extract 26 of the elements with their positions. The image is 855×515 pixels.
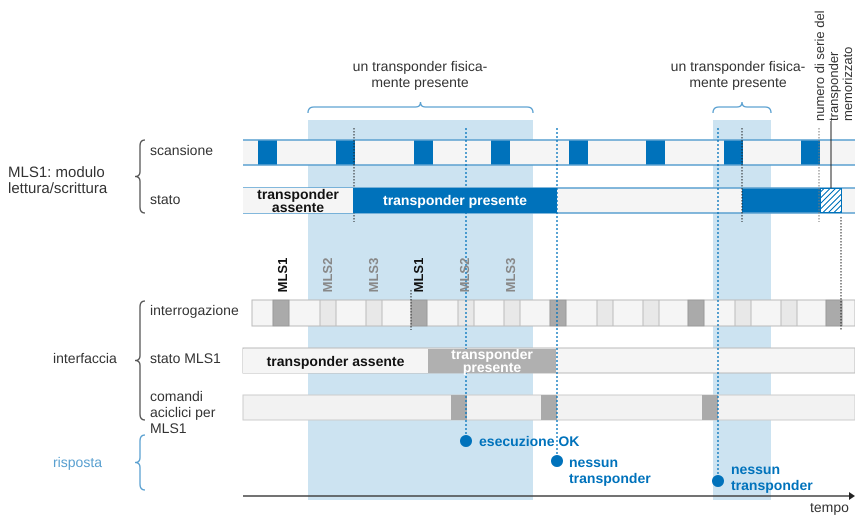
module-label: MLS2 xyxy=(457,256,473,294)
response-label: nessun transponder xyxy=(731,461,814,493)
text-label: stato MLS1 xyxy=(150,350,222,366)
text-label: MLS1: modulo lettura/scrittura xyxy=(8,165,108,197)
status-segment: transponder assente xyxy=(243,349,428,373)
status-segment: transponder presente xyxy=(428,349,556,373)
module-label: MLS1 xyxy=(275,256,291,294)
status-segment: transponder assente xyxy=(243,188,353,213)
text-label: un transponder fisica- mente presente xyxy=(352,58,488,90)
module-label: MLS1 xyxy=(411,256,427,294)
module-label: MLS3 xyxy=(503,256,519,294)
module-label: MLS3 xyxy=(366,256,382,294)
text-label: scansione xyxy=(150,142,214,158)
text-label: risposta xyxy=(53,454,104,470)
status-segment: transponder presente xyxy=(353,188,557,213)
text-label: comandi aciclici per MLS1 xyxy=(150,388,216,436)
text-label: interrogazione xyxy=(150,302,240,318)
text-label: interfaccia xyxy=(53,350,118,366)
hatched-segment xyxy=(820,188,842,213)
annotation-text: numero di serie del transponder memorizzato xyxy=(813,3,855,121)
text-label: un transponder fisica- mente presente xyxy=(670,58,806,90)
text-label: stato xyxy=(150,191,182,207)
module-label: MLS2 xyxy=(320,256,336,294)
response-label: nessun transponder xyxy=(569,454,652,486)
text-label: tempo xyxy=(810,499,850,515)
response-label: esecuzione OK xyxy=(479,433,580,449)
